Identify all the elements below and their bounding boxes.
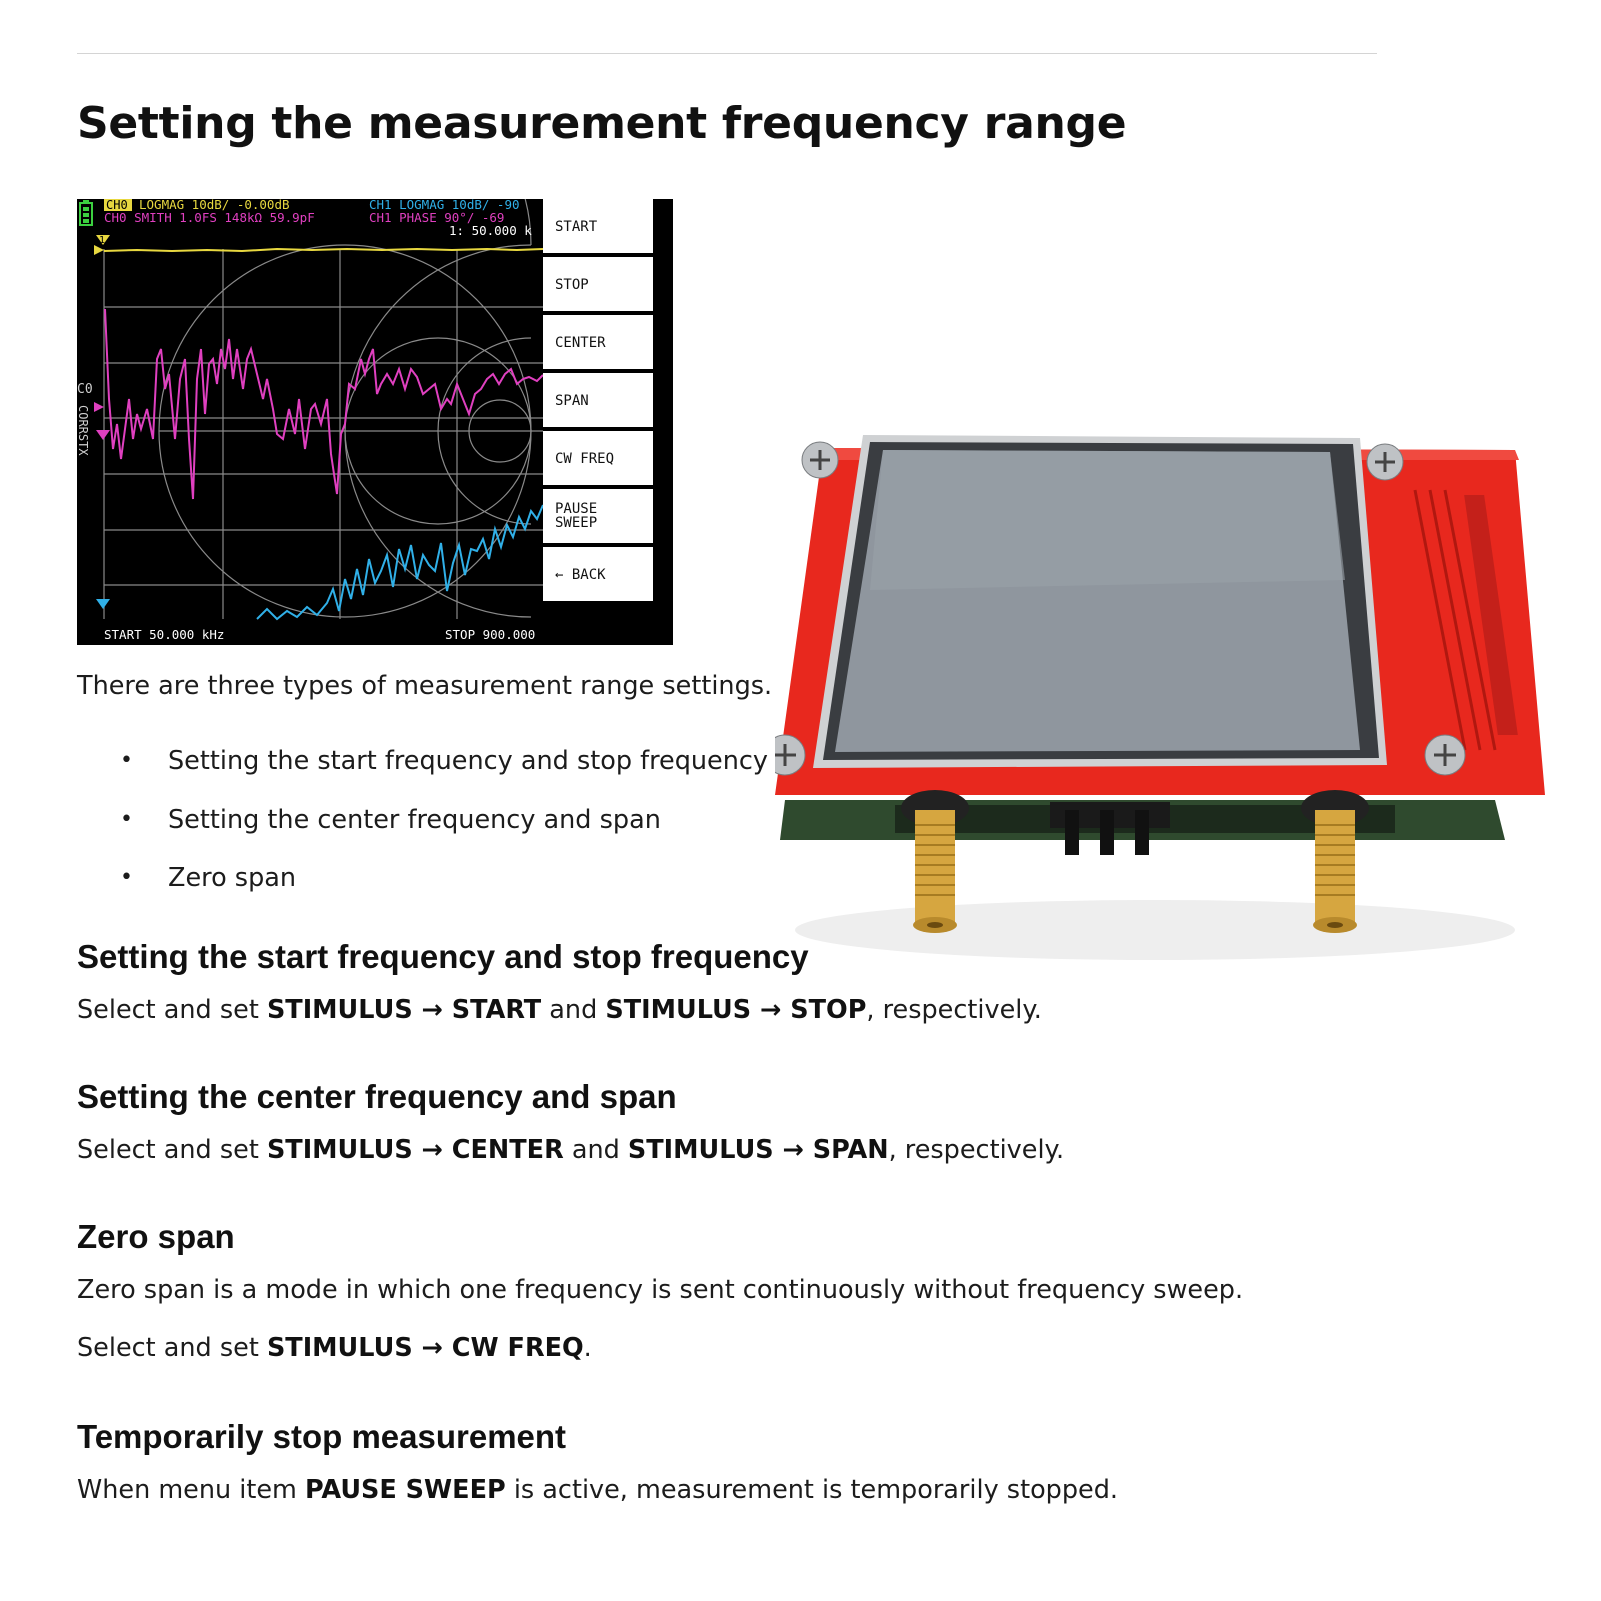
battery-icon [79,200,93,226]
page-title: Setting the measurement frequency range [77,98,1127,149]
ch0-badge-bg [104,199,132,211]
intro-paragraph: There are three types of measurement ran… [77,671,773,701]
text-run: is active, measurement is temporarily st… [505,1475,1119,1505]
ch0-trace [104,308,544,500]
section-heading-start-stop: Setting the start frequency and stop fre… [77,938,809,975]
pause-sweep-item: PAUSE SWEEP [305,1475,506,1505]
screw-icon [1424,734,1466,776]
menu-center-button[interactable] [543,315,653,369]
stimulus-center-path: STIMULUS → CENTER [266,1135,564,1165]
side-label-c0: C0 [77,382,93,397]
menu-stop-label: STOP [555,277,589,293]
sma-connector-icon [901,790,969,933]
text-run: , respectively. [866,995,1042,1025]
section-heading-zero-span: Zero span [77,1218,235,1255]
text-run: Select and set [77,1135,267,1165]
menu-back-button[interactable] [543,547,653,601]
menu-pause-label: PAUSE [555,501,597,517]
list-item: Setting the center frequency and span [120,804,768,863]
top-divider [77,53,1377,54]
logmag-trace [103,247,544,253]
list-item: Zero span [120,862,768,921]
ch0-smith-readout: CH0 SMITH 1.0FS 148kΩ 59.9pF [104,210,315,225]
marker-readout: 1: 50.000 k [449,223,532,238]
stimulus-stop-path: STIMULUS → STOP [605,995,867,1025]
marker-1-ch0 [96,430,110,440]
header-pins [1464,495,1518,735]
switch-leg [1135,810,1149,855]
center-span-paragraph: Select and set STIMULUS → CENTER and STI… [77,1134,1064,1166]
section-heading-center-span: Setting the center frequency and span [77,1078,677,1115]
menu-span-button[interactable] [543,373,653,427]
text-run: When menu item [77,1475,306,1505]
menu-back-label: ← BACK [555,567,606,583]
menu-pause-sweep-button[interactable] [543,489,653,543]
screw-icon [801,441,839,479]
ch1-logmag-readout: CH1 LOGMAG 10dB/ -90 [369,199,520,212]
stimulus-span-path: STIMULUS → SPAN [627,1135,889,1165]
ch0-badge: CH0 [106,199,128,212]
ref-marker-ch0 [94,402,104,412]
sma-connector-icon [1301,790,1369,933]
pcb-traces [1413,489,1497,751]
menu-span-label: SPAN [555,393,589,409]
photo-shadow [795,900,1515,960]
ch1-trace [256,504,544,621]
menu-stop-button[interactable] [543,257,653,311]
menu-cw-freq-button[interactable] [543,431,653,485]
stimulus-start-path: STIMULUS → START [266,995,542,1025]
text-run: , respectively. [888,1135,1065,1165]
plot-grid [103,199,543,619]
marker-1-number: 1 [99,235,105,246]
list-item: Setting the start frequency and stop fre… [120,745,768,804]
switch-leg [1065,810,1079,855]
text-run: Select and set [77,995,267,1025]
marker-1-ch1 [96,599,110,609]
zero-span-paragraph: Zero span is a mode in which one frequen… [77,1275,1244,1305]
lcd-glare [870,450,1345,590]
start-stop-paragraph: Select and set STIMULUS → START and STIM… [77,994,1042,1026]
stimulus-cw-freq-path: STIMULUS → CW FREQ [266,1333,584,1363]
device-photo [775,430,1545,990]
device-screen: C0 CORRSTX 1 CH0 LOGMAG 10dB/ -0.00dB CH… [77,199,673,645]
ch1-phase-readout: CH1 PHASE 90°/ -69 [369,210,504,225]
side-label: CORRSTX [77,405,90,456]
text-run: and [541,995,606,1025]
pause-paragraph: When menu item PAUSE SWEEP is active, me… [77,1474,1118,1506]
cw-freq-paragraph: Select and set STIMULUS → CW FREQ. [77,1332,592,1364]
text-run: . [583,1333,592,1363]
start-frequency-label: START 50.000 kHz [104,627,224,642]
text-run: Select and set [77,1333,267,1363]
marker-1-top [96,235,110,245]
screw-icon [775,734,806,776]
text-run: and [563,1135,628,1165]
section-heading-pause: Temporarily stop measurement [77,1418,567,1455]
menu-center-label: CENTER [555,335,606,351]
range-types-list: Setting the start frequency and stop fre… [120,745,768,921]
menu-cw-freq-label: CW FREQ [555,451,614,467]
ch0-logmag-readout: LOGMAG 10dB/ -0.00dB [139,199,290,212]
menu-start-label: START [555,219,598,235]
menu-start-button[interactable] [543,199,653,253]
screw-icon [1366,443,1404,481]
menu-sweep-label: SWEEP [555,515,597,531]
ref-marker-logmag [94,245,104,255]
switch-leg [1100,810,1114,855]
